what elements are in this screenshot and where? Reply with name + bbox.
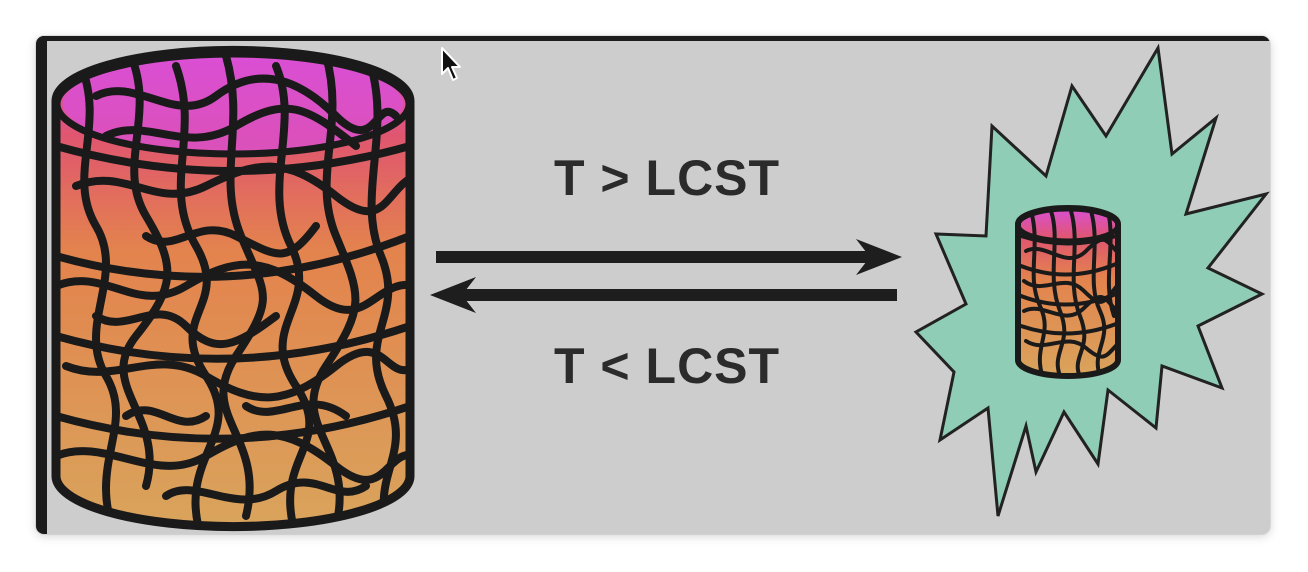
cooling-arrow: [430, 277, 897, 313]
mouse-pointer-icon: [441, 47, 461, 81]
transition-arrows: [430, 239, 902, 313]
heating-condition-label: T > LCST: [554, 150, 781, 206]
diagram-window: T > LCST T < LCST: [36, 36, 1270, 534]
dense-polymer-network: [1019, 209, 1118, 376]
frame-top-border: [36, 36, 1270, 41]
polymer-network: [56, 52, 410, 527]
lcst-diagram: [51, 43, 1270, 532]
frame-left-border: [36, 36, 47, 534]
collapsed-hydrogel: [913, 43, 1270, 517]
swollen-hydrogel: [51, 45, 415, 532]
swollen-gel-rim: [53, 50, 413, 158]
heating-arrow: [436, 239, 902, 275]
cooling-condition-label: T < LCST: [554, 338, 781, 394]
collapsed-gel-rim: [1015, 206, 1121, 244]
